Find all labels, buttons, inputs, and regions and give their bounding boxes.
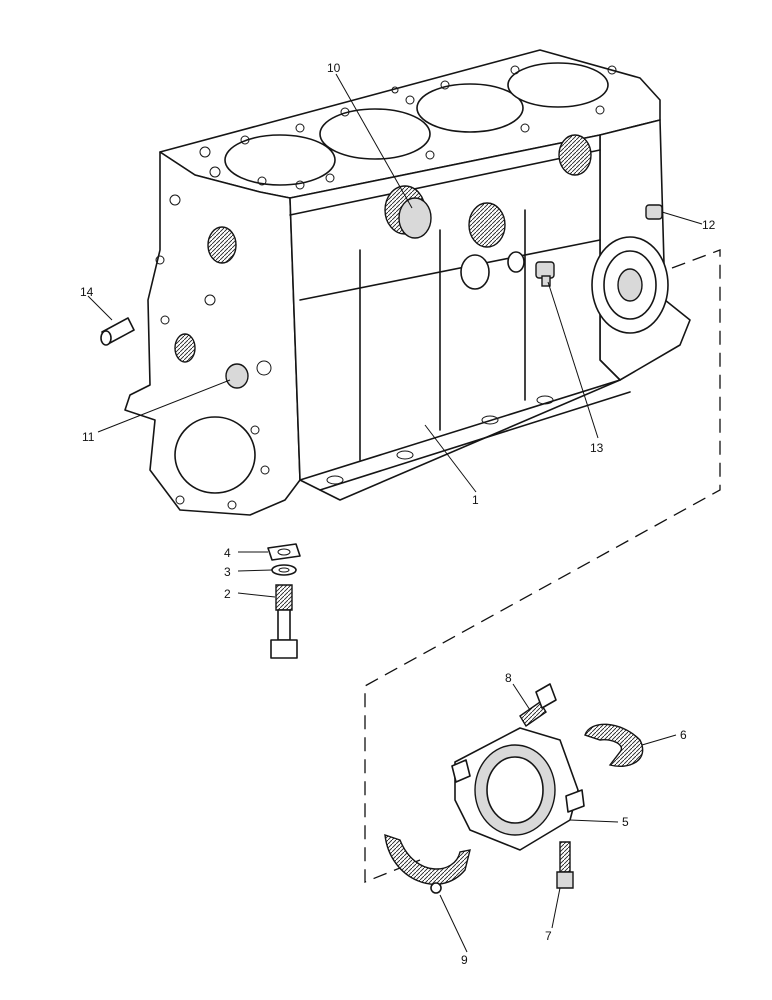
bolt-8: [519, 683, 557, 728]
cylinder-bore-1: [224, 134, 336, 186]
sump-flange: [299, 379, 631, 491]
cylinder-bore-2: [319, 108, 431, 160]
block-side-ribs: [289, 149, 601, 461]
leader-lines: [87, 73, 703, 953]
callout-4: 4: [224, 546, 231, 560]
front-crank-bore: [174, 416, 256, 494]
callout-5: 5: [622, 815, 629, 829]
callout-9: 9: [461, 953, 468, 967]
seal-retainer-5: [451, 727, 585, 851]
fitting-12: [645, 204, 663, 220]
deck-bolt-holes: [199, 65, 617, 190]
rear-main-bearing-housing: [591, 236, 669, 334]
cylinder-bore-4: [507, 62, 609, 108]
callout-7: 7: [545, 929, 552, 943]
callout-3: 3: [224, 565, 231, 579]
front-face-holes: [155, 194, 272, 510]
cylinder-block: [100, 49, 691, 516]
screw-7: [556, 841, 574, 889]
core-plug-10: [398, 197, 432, 239]
seal-half-6: [584, 723, 644, 767]
side-port-small: [507, 251, 525, 273]
callout-6: 6: [680, 728, 687, 742]
plate-4: [267, 543, 301, 561]
callout-12: 12: [702, 218, 716, 232]
sump-flange-holes: [326, 395, 554, 485]
plug-11: [225, 363, 249, 389]
bolt-2: [270, 584, 298, 659]
side-port: [460, 254, 490, 290]
dowel-14: [100, 317, 135, 346]
callout-10: 10: [327, 61, 341, 75]
callout-13: 13: [590, 441, 604, 455]
bolt-13: [535, 261, 555, 287]
block-side-wall: [289, 134, 621, 501]
block-front-face: [124, 151, 301, 516]
washer-3: [271, 564, 297, 576]
callout-8: 8: [505, 671, 512, 685]
callout-14: 14: [80, 285, 94, 299]
callout-1: 1: [472, 493, 479, 507]
seal-half-9: [384, 833, 471, 894]
cylinder-bore-3: [416, 83, 524, 133]
exploded-group-outline: [364, 249, 721, 883]
callout-11: 11: [82, 430, 95, 444]
callout-2: 2: [224, 587, 231, 601]
